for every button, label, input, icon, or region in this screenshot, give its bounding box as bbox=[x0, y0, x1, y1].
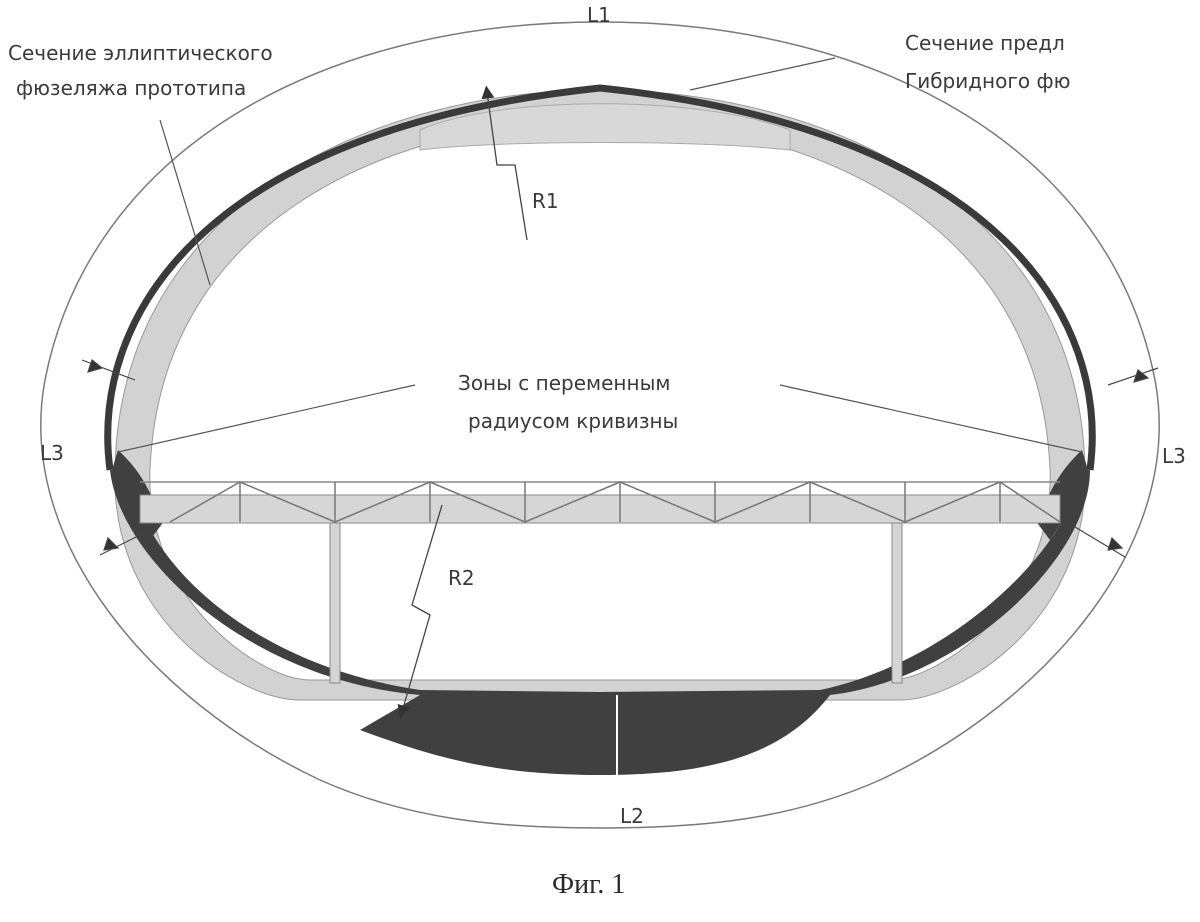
label-zones-line2: радиусом кривизны bbox=[468, 409, 678, 433]
hybrid-upper-shell bbox=[104, 84, 1096, 471]
label-l2: L2 bbox=[620, 804, 644, 828]
leader-hybrid bbox=[689, 57, 836, 91]
radius-r2-line bbox=[397, 504, 443, 719]
l3-right-ticks bbox=[1074, 367, 1159, 558]
label-l1: L1 bbox=[587, 3, 611, 27]
label-r2: R2 bbox=[448, 566, 475, 590]
leader-prototype bbox=[159, 119, 211, 286]
prototype-upper-segment bbox=[419, 103, 791, 151]
label-prototype-line2: фюзеляжа прототипа bbox=[16, 76, 246, 100]
label-prototype-line1: Сечение эллиптического bbox=[8, 41, 273, 65]
floor-truss-diagonals bbox=[169, 481, 1061, 523]
label-zones-line1: Зоны с переменным bbox=[458, 371, 670, 395]
right-floor-post bbox=[891, 522, 903, 684]
label-l3-right: L3 bbox=[1162, 444, 1186, 468]
l3-left-ticks bbox=[81, 358, 151, 556]
label-hybrid-line2: Гибридного фю bbox=[905, 69, 1070, 93]
prototype-elliptical-section bbox=[114, 89, 1086, 701]
leader-zones-left bbox=[117, 384, 416, 453]
outer-dimension-contour bbox=[40, 21, 1160, 829]
left-floor-post bbox=[329, 522, 341, 684]
figure-caption: Фиг. 1 bbox=[552, 869, 625, 900]
hybrid-keel-region bbox=[360, 695, 830, 775]
label-hybrid-line1: Сечение предл bbox=[905, 31, 1065, 55]
label-r1: R1 bbox=[532, 189, 559, 213]
label-l3-left: L3 bbox=[40, 441, 64, 465]
radius-r1-line bbox=[481, 85, 528, 241]
floor-beam bbox=[139, 494, 1061, 524]
leader-zones-right bbox=[779, 384, 1083, 453]
